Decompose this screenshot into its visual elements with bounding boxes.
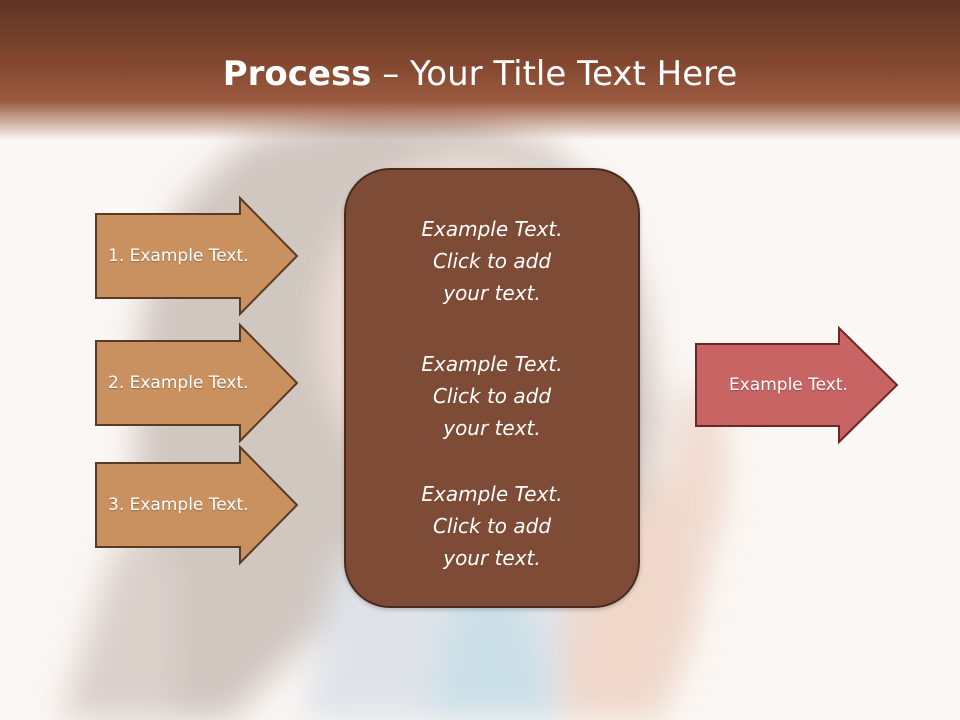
- center-paragraph-3: Example Text. Click to add your text.: [346, 478, 638, 574]
- output-label: Example Text.: [729, 375, 848, 395]
- title-bold: Process: [222, 54, 372, 94]
- paragraph-line: Example Text.: [421, 482, 563, 506]
- paragraph-line: your text.: [443, 281, 541, 305]
- slide-title: Process – Your Title Text Here: [0, 52, 960, 96]
- paragraph-line: your text.: [443, 546, 541, 570]
- paragraph-line: Example Text.: [421, 217, 563, 241]
- paragraph-line: Click to add: [432, 249, 552, 273]
- paragraph-line: your text.: [443, 416, 541, 440]
- step-arrow-3[interactable]: [95, 444, 299, 566]
- step-label-3: 3. Example Text.: [108, 495, 249, 515]
- paragraph-line: Example Text.: [421, 352, 563, 376]
- paragraph-line: Click to add: [432, 384, 552, 408]
- paragraph-line: Click to add: [432, 514, 552, 538]
- title-rest: – Your Title Text Here: [371, 54, 738, 94]
- output-arrow[interactable]: [695, 325, 899, 445]
- step-arrow-1[interactable]: [95, 195, 299, 317]
- center-paragraph-1: Example Text. Click to add your text.: [346, 213, 638, 309]
- step-label-1: 1. Example Text.: [108, 246, 249, 266]
- step-label-2: 2. Example Text.: [108, 373, 249, 393]
- center-paragraph-2: Example Text. Click to add your text.: [346, 348, 638, 444]
- title-bar: [0, 0, 960, 140]
- step-arrow-2[interactable]: [95, 322, 299, 444]
- center-text-box[interactable]: Example Text. Click to add your text. Ex…: [344, 168, 640, 608]
